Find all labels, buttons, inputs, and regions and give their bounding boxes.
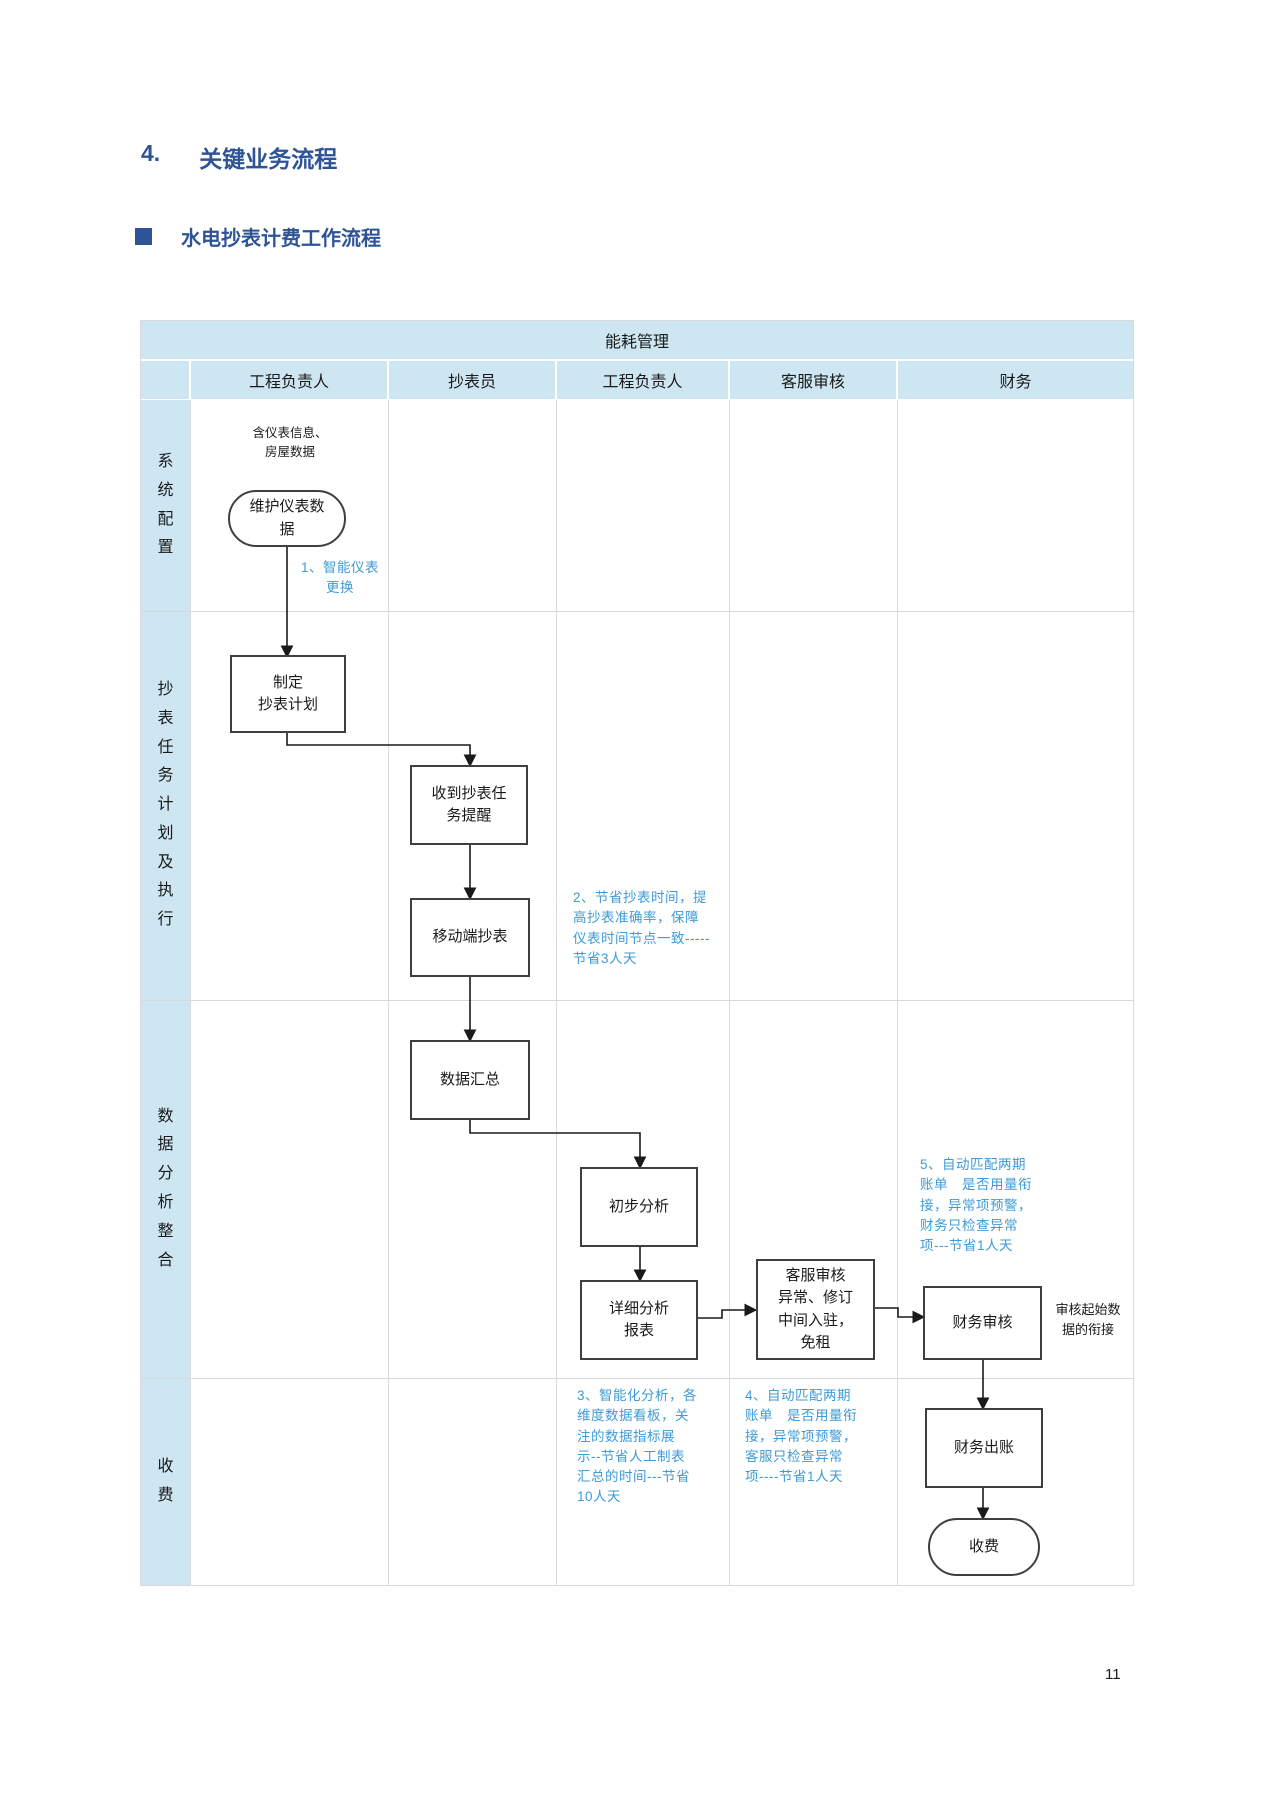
node-make-reading-plan: 制定 抄表计划 xyxy=(230,655,346,733)
node-detailed-report: 详细分析 报表 xyxy=(580,1280,698,1360)
diagram-title-band: 能耗管理 xyxy=(141,321,1133,359)
node-maintain-meter-data: 维护仪表数 据 xyxy=(228,490,346,547)
annotation-1-smart-meter: 1、智能仪表 更换 xyxy=(300,560,379,596)
lane-header-label: 抄表员 xyxy=(447,374,496,391)
row-label-data-analysis: 数据分析整合 xyxy=(141,1000,190,1378)
annotation-3-smart-analysis: 3、智能化分析，各 维度数据看板，关 注的数据指标展 示--节省人工制表 汇总的… xyxy=(577,1388,698,1505)
node-finance-billing: 财务出账 xyxy=(925,1408,1043,1488)
node-cs-review: 客服审核 异常、修订 中间入驻， 免租 xyxy=(756,1259,875,1360)
grid-line xyxy=(141,1378,1133,1379)
lane-header-label: 工程负责人 xyxy=(602,374,683,391)
annotation-2-save-reading-time: 2、节省抄表时间，提 高抄表准确率，保障 仪表时间节点一致----- 节省3人天 xyxy=(573,890,710,966)
subsection-heading: 水电抄表计费工作流程 xyxy=(135,222,381,251)
swimlane-table-border xyxy=(140,320,1134,1586)
node-finance-review: 财务审核 xyxy=(923,1286,1042,1360)
bullet-square-icon xyxy=(135,228,152,245)
grid-line xyxy=(190,400,191,1585)
lane-header-engineering-manager-2: 工程负责人 xyxy=(557,361,728,399)
grid-line xyxy=(141,1000,1133,1001)
lane-header-meter-reader: 抄表员 xyxy=(389,361,555,399)
row-label-fee: 收费 xyxy=(141,1378,190,1585)
grid-line xyxy=(897,400,898,1585)
node-preliminary-analysis: 初步分析 xyxy=(580,1167,698,1247)
grid-line xyxy=(729,400,730,1585)
lane-header-label: 财务 xyxy=(999,374,1032,391)
note-review-link: 审核起始数 据的衔接 xyxy=(1055,1302,1121,1337)
node-data-summary: 数据汇总 xyxy=(410,1040,530,1120)
annotation-5-auto-match-finance: 5、自动匹配两期 账单 是否用量衔 接，异常项预警， 财务只检查异常 项---节… xyxy=(920,1157,1032,1253)
lane-header-label: 客服审核 xyxy=(780,374,845,391)
lane-header-engineering-manager-1: 工程负责人 xyxy=(191,361,387,399)
subsection-title: 水电抄表计费工作流程 xyxy=(181,228,381,250)
row-label-reading-task: 抄表任务计划及执行 xyxy=(141,611,190,1000)
lane-header-cs-review: 客服审核 xyxy=(730,361,896,399)
page-number: 11 xyxy=(1105,1666,1121,1683)
section-title: 关键业务流程 xyxy=(199,146,338,172)
node-receive-task-reminder: 收到抄表任 务提醒 xyxy=(410,765,528,845)
note-meter-info: 含仪表信息、 房屋数据 xyxy=(252,426,328,459)
section-heading: 4. 关键业务流程 xyxy=(141,140,337,174)
diagram-title: 能耗管理 xyxy=(604,334,669,351)
grid-line xyxy=(388,400,389,1585)
lane-header-finance: 财务 xyxy=(898,361,1133,399)
node-fee-collection: 收费 xyxy=(928,1518,1040,1576)
grid-line xyxy=(141,611,1133,612)
lane-header-label: 工程负责人 xyxy=(248,374,329,391)
annotation-4-auto-match-cs: 4、自动匹配两期 账单 是否用量衔 接，异常项预警， 客服只检查异常 项----… xyxy=(745,1388,857,1484)
grid-line xyxy=(556,400,557,1585)
row-label-system-config: 系统配置 xyxy=(141,400,190,611)
node-mobile-reading: 移动端抄表 xyxy=(410,898,530,977)
section-number: 4. xyxy=(141,140,161,166)
lane-header-spacer xyxy=(141,361,189,399)
